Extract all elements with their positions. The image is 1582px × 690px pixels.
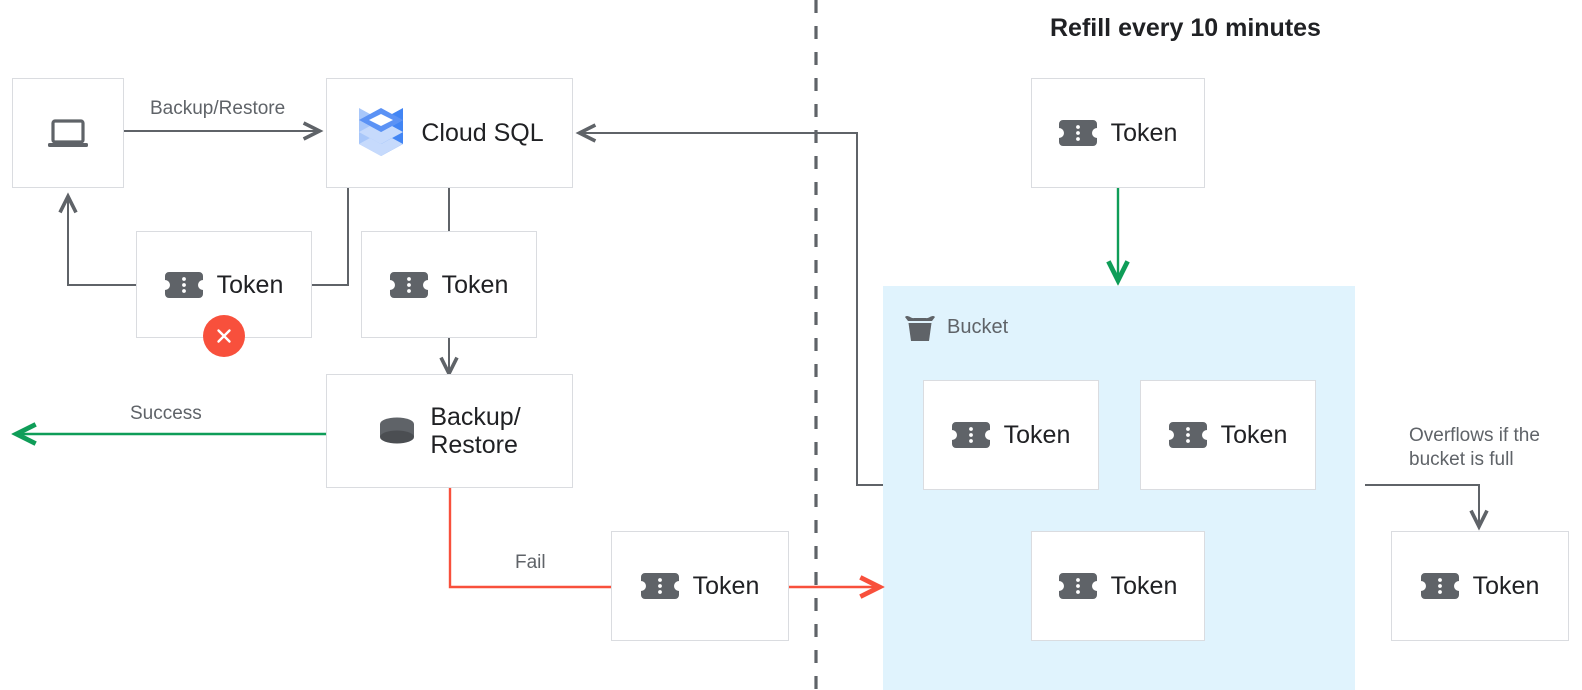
node-token-overflow-label: Token (1472, 572, 1540, 600)
edge-label-overflow: Overflows if the bucket is full (1409, 425, 1540, 470)
node-token-consumed[interactable]: Token (361, 231, 537, 338)
database-icon (378, 414, 416, 448)
token-icon (1168, 420, 1207, 450)
error-x-icon (203, 315, 245, 357)
edge-overflow (1365, 484, 1479, 527)
node-client[interactable] (12, 78, 124, 188)
node-bucket-token-3-label: Token (1110, 572, 1178, 600)
edge-bucket-to-cloudsql (579, 133, 883, 486)
token-icon (1058, 571, 1097, 601)
node-token-refill-label: Token (1110, 119, 1178, 147)
page-heading: Refill every 10 minutes (1050, 14, 1321, 42)
bucket-label: Bucket (947, 315, 1009, 338)
bucket-icon (903, 312, 937, 342)
edge-label-backup-restore: Backup/Restore (150, 98, 286, 119)
edge-label-fail: Fail (515, 552, 546, 573)
node-token-consumed-label: Token (441, 270, 509, 299)
token-icon (164, 270, 203, 300)
node-token-refill[interactable]: Token (1031, 78, 1205, 188)
edge-cloudsql-to-token-rejected (312, 187, 349, 286)
node-bucket-token-3[interactable]: Token (1031, 531, 1205, 641)
node-bucket-token-1-label: Token (1003, 421, 1071, 449)
edge-token-to-client (68, 196, 136, 286)
token-icon (1420, 571, 1459, 601)
token-icon (389, 270, 428, 300)
node-bucket-token-2[interactable]: Token (1140, 380, 1316, 490)
laptop-icon (44, 113, 92, 153)
node-bucket-token-2-label: Token (1220, 421, 1288, 449)
node-token-rejected-label: Token (216, 270, 284, 299)
node-token-fail[interactable]: Token (611, 531, 789, 641)
token-icon (1058, 118, 1097, 148)
node-token-fail-label: Token (692, 572, 760, 600)
edge-label-success: Success (130, 403, 202, 424)
cloud-sql-icon (355, 104, 407, 162)
token-icon (640, 571, 679, 601)
node-backup-restore-label: Backup/ Restore (430, 403, 521, 459)
node-backup-restore[interactable]: Backup/ Restore (326, 374, 573, 488)
node-cloud-sql[interactable]: Cloud SQL (326, 78, 573, 188)
bucket-label-group: Bucket (903, 312, 1008, 342)
node-cloud-sql-label: Cloud SQL (421, 119, 544, 147)
node-token-overflow[interactable]: Token (1391, 531, 1569, 641)
node-bucket-token-1[interactable]: Token (923, 380, 1099, 490)
token-icon (951, 420, 990, 450)
